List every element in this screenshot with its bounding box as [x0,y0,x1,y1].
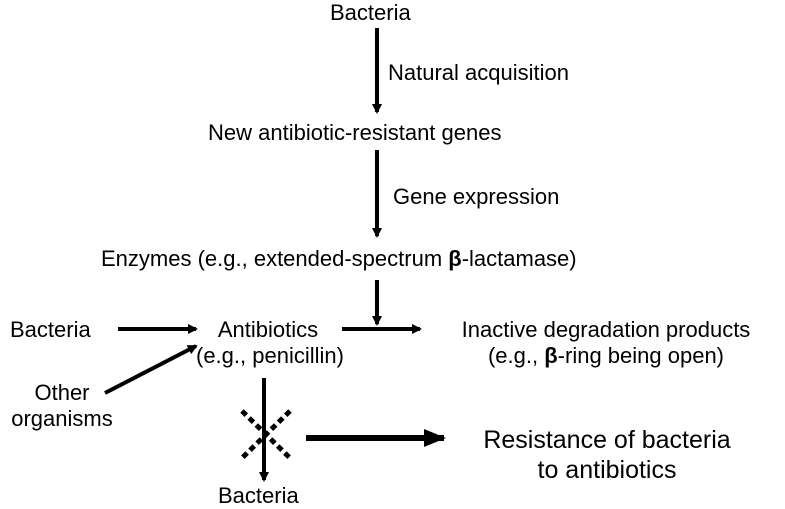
node-enzymes: Enzymes (e.g., extended-spectrum β-lacta… [101,246,577,272]
antibiotics-title: Antibiotics [217,317,319,342]
node-antibiotics: Antibiotics (e.g., penicillin) [196,317,344,369]
inactive-products-title: Inactive degradation products [461,317,751,342]
node-other-organisms: Other organisms [0,380,124,432]
antibiotics-example: (e.g., penicillin) [196,343,344,368]
other-organisms-line1: Other [34,380,90,405]
label-natural-acquisition: Natural acquisition [388,60,569,85]
node-resistance: Resistance of bacteria to antibiotics [448,425,766,485]
enzymes-suffix: -lactamase) [461,246,577,271]
resistance-line2: to antibiotics [537,456,677,484]
node-inactive-products: Inactive degradation products (e.g., β-r… [430,317,782,369]
beta-symbol: β [448,246,462,271]
inactive-products-example: (e.g., β-ring being open) [430,343,782,369]
beta-symbol: β [544,343,558,368]
node-new-genes: New antibiotic-resistant genes [208,120,502,145]
block-cross-2 [240,409,292,460]
label-gene-expression: Gene expression [393,184,560,209]
inactive-example-prefix: (e.g., [487,343,545,368]
enzymes-prefix: Enzymes (e.g., extended-spectrum [101,246,449,271]
node-bacteria-bottom: Bacteria [218,483,299,508]
inactive-example-suffix: -ring being open) [557,343,725,368]
node-bacteria-top: Bacteria [330,0,411,25]
other-organisms-line2: organisms [11,406,113,431]
arrow-other-organisms-to-antibiotics [104,344,198,395]
resistance-line1: Resistance of bacteria [483,426,731,454]
node-bacteria-left: Bacteria [10,317,91,342]
